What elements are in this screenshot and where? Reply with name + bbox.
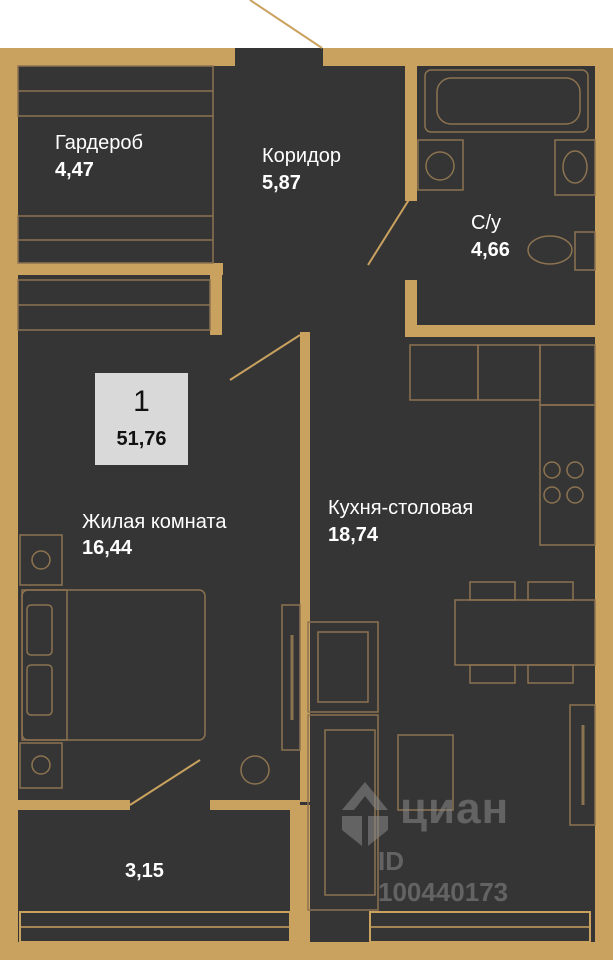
room-name-living: Жилая комната	[82, 511, 227, 533]
room-name-bathroom: С/у	[471, 212, 501, 234]
room-count: 1	[133, 385, 150, 418]
door-lines	[129, 0, 411, 806]
room-area-corridor: 5,87	[262, 172, 301, 194]
furniture	[17, 65, 596, 911]
walls	[0, 48, 613, 960]
room-area-wardrobe: 4,47	[55, 159, 94, 181]
room-name-corridor: Коридор	[262, 145, 341, 167]
room-area-kitchen: 18,74	[328, 524, 379, 546]
apartment-summary: 1 51,76	[95, 373, 188, 465]
room-name-wardrobe: Гардероб	[55, 132, 143, 154]
total-area: 51,76	[116, 428, 167, 450]
room-name-kitchen: Кухня-столовая	[328, 497, 474, 519]
room-area-living: 16,44	[82, 537, 133, 559]
windows	[19, 911, 591, 943]
watermark-id: ID 100440173	[378, 846, 509, 907]
watermark-brand: циан	[400, 784, 510, 833]
room-area-bathroom: 4,66	[471, 239, 510, 261]
cian-logo-icon	[342, 782, 388, 846]
room-area-balcony: 3,15	[125, 860, 164, 882]
